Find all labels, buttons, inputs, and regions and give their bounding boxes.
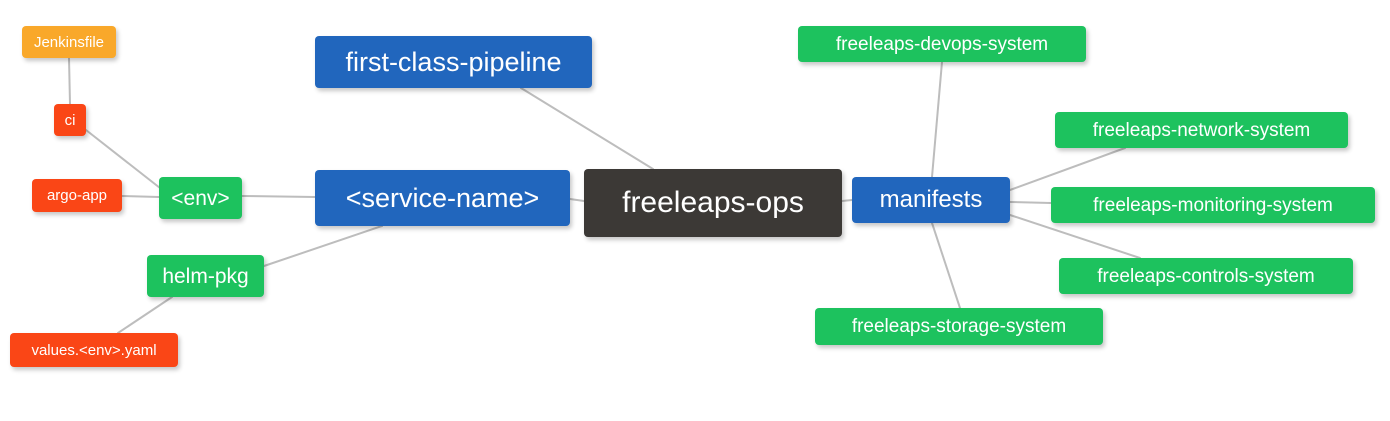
mindmap-node-label-service-name: <service-name> (345, 182, 540, 213)
mindmap-node-label-jenkinsfile: Jenkinsfile (33, 33, 105, 51)
mindmap-node-freeleaps-devops-system[interactable]: freeleaps-devops-system (798, 26, 1086, 62)
mindmap-node-freeleaps-storage-system[interactable]: freeleaps-storage-system (815, 308, 1103, 345)
mindmap-node-label-argo-app: argo-app (46, 187, 108, 204)
mindmap-node-label-freeleaps-devops-system: freeleaps-devops-system (835, 33, 1049, 55)
mindmap-edge-service-name-to-helm-pkg (263, 225, 383, 267)
mindmap-edge-service-name-to-freeleaps-ops (569, 198, 585, 202)
mindmap-node-freeleaps-monitoring-system[interactable]: freeleaps-monitoring-system (1051, 187, 1375, 223)
mindmap-edge-jenkinsfile-to-ci (68, 57, 71, 105)
mindmap-node-label-freeleaps-monitoring-system: freeleaps-monitoring-system (1093, 194, 1333, 216)
mindmap-node-freeleaps-ops[interactable]: freeleaps-ops (584, 169, 842, 237)
mindmap-node-label-freeleaps-ops: freeleaps-ops (622, 186, 804, 219)
mindmap-node-helm-pkg[interactable]: helm-pkg (147, 255, 264, 297)
mindmap-node-ci[interactable]: ci (54, 104, 86, 136)
mindmap-node-env[interactable]: <env> (159, 177, 242, 219)
mindmap-node-first-class-pipeline[interactable]: first-class-pipeline (315, 36, 592, 88)
mindmap-node-label-freeleaps-controls-system: freeleaps-controls-system (1097, 265, 1315, 287)
mindmap-edge-manifests-to-freeleaps-devops-system (931, 61, 943, 178)
mindmap-node-service-name[interactable]: <service-name> (315, 170, 570, 226)
mindmap-node-label-values-yaml: values.<env>.yaml (31, 341, 157, 359)
mindmap-node-argo-app[interactable]: argo-app (32, 179, 122, 212)
mindmap-edge-first-class-pipeline-to-freeleaps-ops (520, 87, 654, 170)
mindmap-node-label-first-class-pipeline: first-class-pipeline (345, 46, 562, 77)
mindmap-edge-manifests-to-freeleaps-monitoring-system (1009, 201, 1052, 204)
mindmap-node-label-freeleaps-network-system: freeleaps-network-system (1092, 119, 1311, 141)
mindmap-node-label-helm-pkg: helm-pkg (162, 264, 249, 288)
mindmap-node-label-env: <env> (171, 186, 230, 210)
mindmap-node-jenkinsfile[interactable]: Jenkinsfile (22, 26, 116, 58)
mindmap-edge-manifests-to-freeleaps-storage-system (931, 222, 961, 309)
mindmap-node-label-freeleaps-storage-system: freeleaps-storage-system (851, 316, 1067, 337)
mindmap-edge-freeleaps-ops-to-manifests (841, 199, 853, 202)
mindmap-edge-argo-app-to-env (121, 195, 160, 198)
mindmap-node-label-ci: ci (64, 111, 76, 129)
mindmap-node-manifests[interactable]: manifests (852, 177, 1010, 223)
mindmap-edge-env-to-service-name (241, 195, 316, 198)
mindmap-node-freeleaps-controls-system[interactable]: freeleaps-controls-system (1059, 258, 1353, 294)
mindmap-edge-helm-pkg-to-values-yaml (117, 296, 173, 334)
mindmap-node-values-yaml[interactable]: values.<env>.yaml (10, 333, 178, 367)
mindmap-node-label-manifests: manifests (879, 186, 983, 213)
mindmap-edge-manifests-to-freeleaps-network-system (1009, 147, 1126, 191)
mindmap-node-freeleaps-network-system[interactable]: freeleaps-network-system (1055, 112, 1348, 148)
